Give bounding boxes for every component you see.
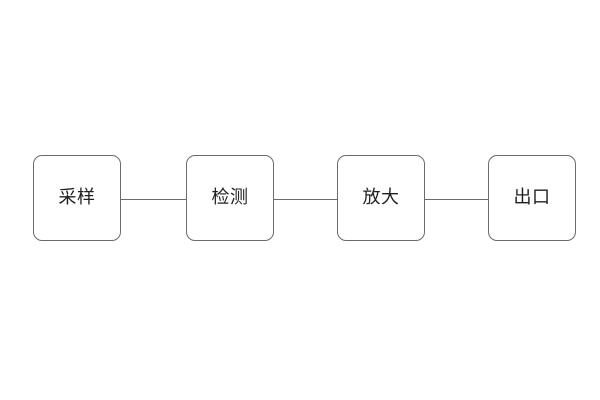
connector-detection-to-amplification (274, 199, 337, 200)
flow-node-label: 检测 (211, 187, 249, 208)
connector-sampling-to-detection (121, 199, 186, 200)
flow-node-sampling[interactable]: 采样 (33, 155, 121, 241)
flow-node-amplification[interactable]: 放大 (337, 155, 425, 241)
flow-node-label: 放大 (362, 187, 400, 208)
flow-node-label: 采样 (58, 187, 96, 208)
connector-amplification-to-outlet (425, 199, 488, 200)
flow-node-outlet[interactable]: 出口 (488, 155, 576, 241)
flow-node-label: 出口 (513, 187, 551, 208)
flow-node-detection[interactable]: 检测 (186, 155, 274, 241)
